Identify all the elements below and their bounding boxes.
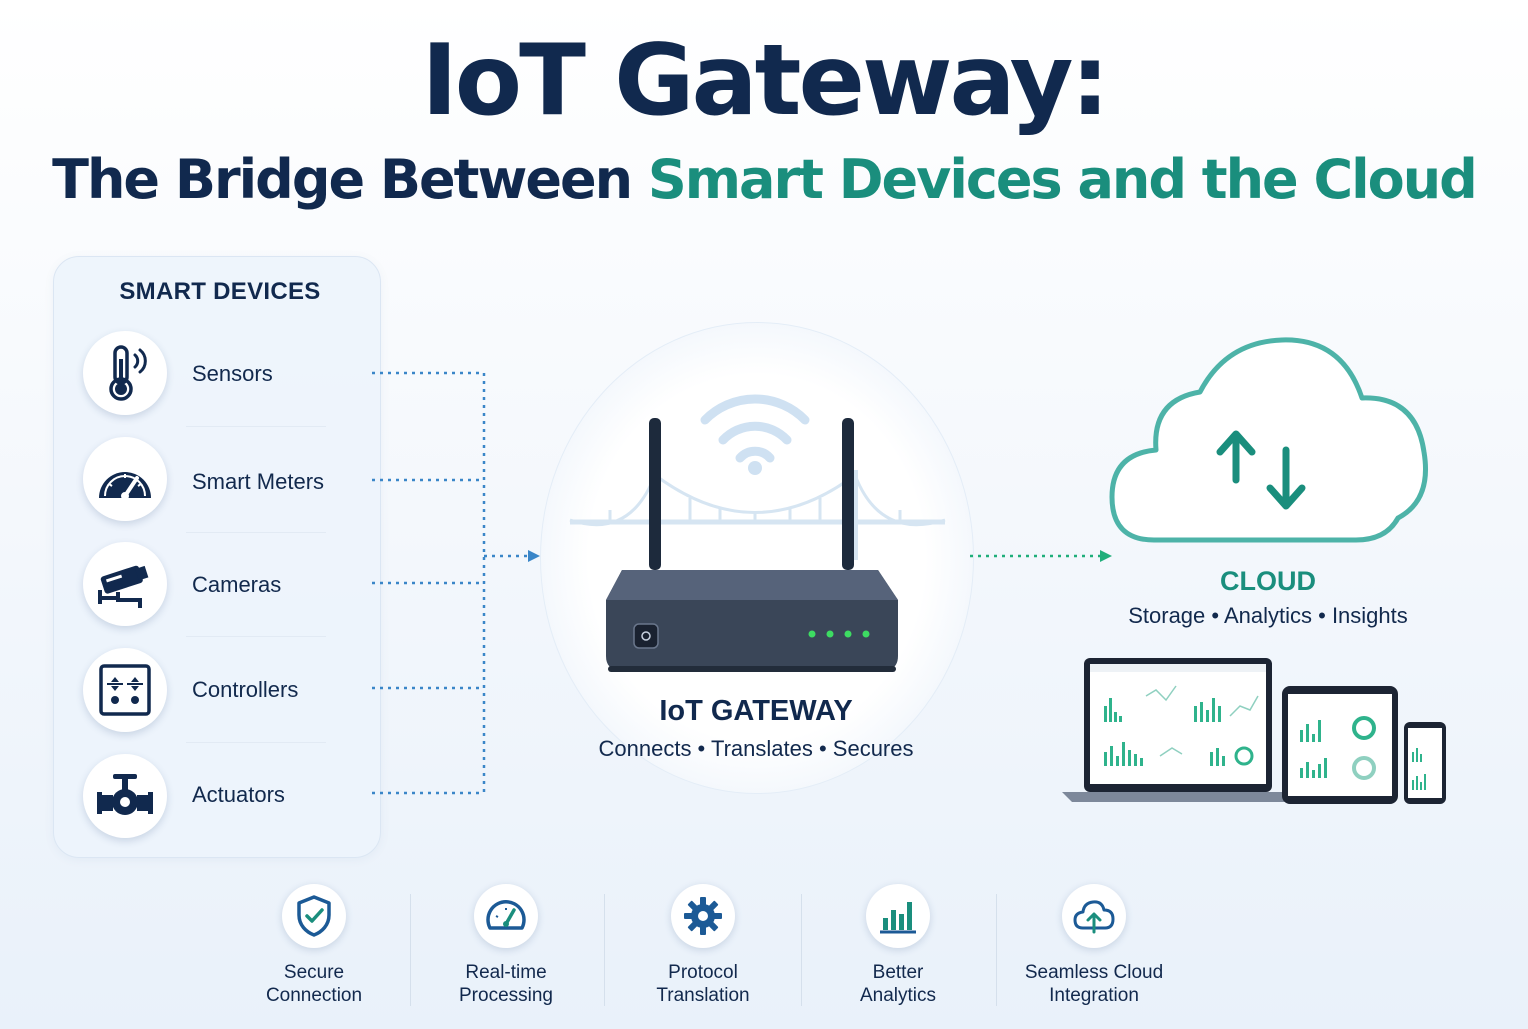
- tablet-icon: [1282, 686, 1398, 804]
- feature-divider: [996, 894, 997, 1006]
- arrow-head-icon: [528, 550, 540, 562]
- actuators-circle: [83, 754, 167, 838]
- arrow-head-icon: [1100, 550, 1112, 562]
- feature-label: Protocol Translation: [656, 962, 750, 1006]
- wifi-icon: [700, 394, 810, 463]
- feature-circle: [866, 884, 930, 948]
- gateway-title: IoT GATEWAY: [659, 695, 853, 727]
- phone-icon: [1404, 722, 1446, 804]
- bar-chart-icon: [880, 902, 916, 934]
- gateway-illustration: [569, 394, 946, 672]
- antenna-right: [842, 418, 854, 570]
- speedometer-icon: [486, 900, 526, 930]
- dashboard-devices-illustration: [1062, 658, 1446, 804]
- cameras-circle: [83, 542, 167, 626]
- controllers-circle: [83, 648, 167, 732]
- feature-circle: [671, 884, 735, 948]
- device-connector-lines: [372, 371, 540, 795]
- feature-seamless-cloud-integration: Seamless Cloud Integration: [999, 884, 1189, 1007]
- gauge-icon: [99, 472, 151, 500]
- thermometer-icon: [109, 345, 147, 401]
- page-subtitle: The Bridge Between Smart Devices and the…: [0, 150, 1528, 209]
- device-divider: [186, 532, 326, 533]
- device-label-sensors: Sensors: [192, 361, 273, 386]
- gateway-description: Connects • Translates • Secures: [598, 736, 914, 761]
- sensors-circle: [83, 331, 167, 415]
- feature-divider: [604, 894, 605, 1006]
- feature-better-analytics: Better Analytics: [803, 884, 993, 1007]
- feature-label: Better Analytics: [859, 962, 937, 1006]
- cloud-description: Storage • Analytics • Insights: [1128, 603, 1408, 628]
- feature-protocol-translation: Protocol Translation: [608, 884, 798, 1007]
- cloud-title: CLOUD: [1220, 566, 1316, 596]
- feature-real-time-processing: Real-time Processing: [411, 884, 601, 1007]
- controller-icon: [99, 664, 151, 716]
- device-divider: [186, 636, 326, 637]
- gear-icon: [684, 897, 722, 935]
- device-label-smart-meters: Smart Meters: [192, 469, 325, 494]
- cloud-shape: [1109, 337, 1429, 543]
- page-title: IoT Gateway:: [421, 24, 1109, 138]
- feature-label: Seamless Cloud Integration: [1024, 962, 1164, 1006]
- antenna-left: [649, 418, 661, 570]
- feature-circle: [474, 884, 538, 948]
- feature-circle: [1062, 884, 1126, 948]
- feature-label: Real-time Processing: [459, 962, 553, 1006]
- smart-devices-title: SMART DEVICES: [119, 278, 321, 305]
- laptop-icon: [1062, 658, 1294, 802]
- cloud-upload-icon: [1073, 900, 1115, 934]
- device-label-cameras: Cameras: [192, 572, 282, 597]
- shield-check-icon: [297, 895, 331, 937]
- camera-icon: [98, 565, 149, 608]
- feature-secure-connection: Secure Connection: [219, 884, 409, 1007]
- feature-divider: [801, 894, 802, 1006]
- feature-divider: [410, 894, 411, 1006]
- feature-label: Secure Connection: [265, 962, 363, 1006]
- device-label-controllers: Controllers: [192, 677, 299, 702]
- smart-meters-circle: [83, 437, 167, 521]
- bridge-icon: [569, 470, 946, 560]
- sync-arrows-icon: [1216, 430, 1306, 510]
- wifi-dot-icon: [748, 461, 762, 475]
- valve-icon: [97, 774, 153, 815]
- subtitle-part2: Smart Devices and the Cloud: [647, 148, 1478, 211]
- device-divider: [186, 742, 326, 743]
- subtitle-part1: The Bridge Between: [52, 148, 633, 211]
- router-led-icons: [808, 630, 870, 638]
- device-label-actuators: Actuators: [192, 782, 285, 807]
- cloud-connector-line: [970, 550, 1112, 562]
- feature-circle: [282, 884, 346, 948]
- device-divider: [186, 426, 326, 427]
- router-button-icon: [633, 623, 659, 649]
